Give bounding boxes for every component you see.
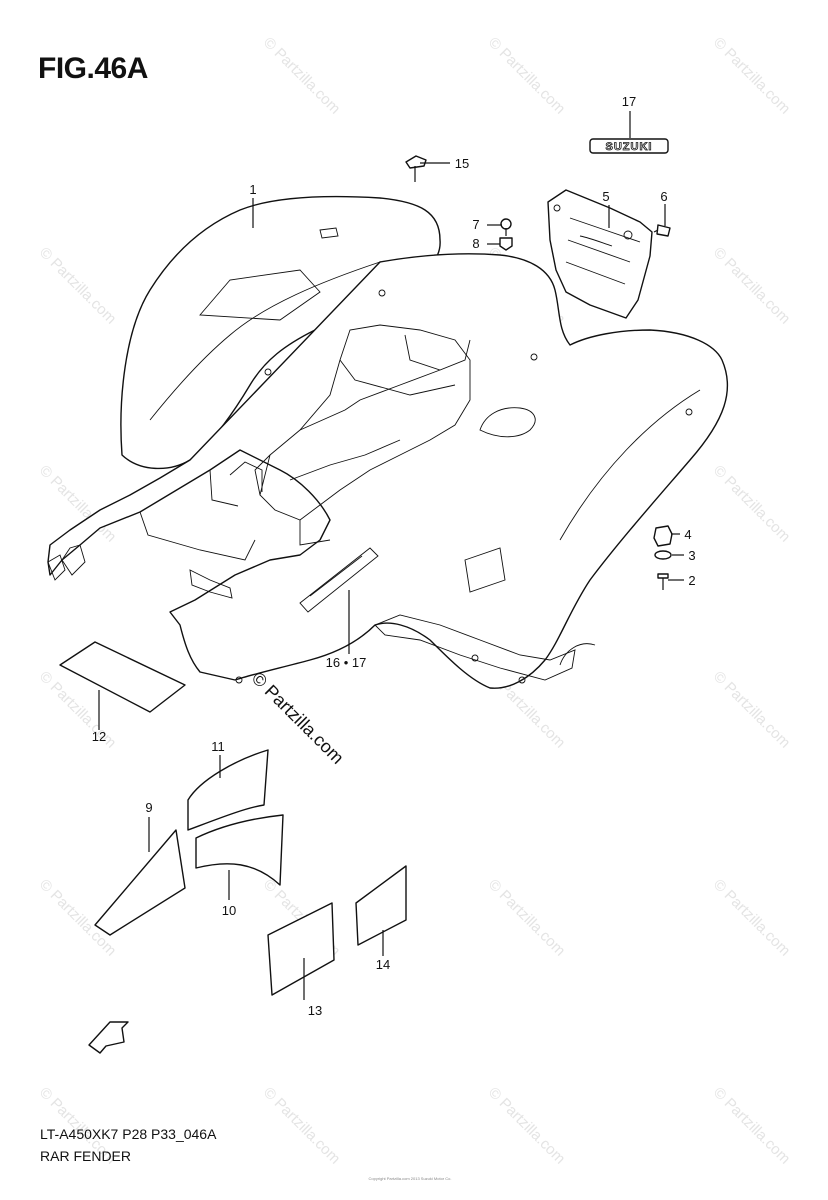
bolt-2-part[interactable]: [657, 573, 669, 590]
callout-5: 5: [602, 189, 609, 204]
screw-15-part[interactable]: [405, 155, 427, 182]
callout-6: 6: [660, 189, 667, 204]
screw-7-part[interactable]: [500, 218, 512, 236]
rear-fender-part[interactable]: [47, 195, 729, 689]
callout-4: 4: [684, 527, 691, 542]
bracket-part[interactable]: [547, 189, 653, 319]
nut-8-part[interactable]: [499, 237, 513, 251]
callout-2: 2: [688, 573, 695, 588]
decal-12-part[interactable]: [59, 641, 186, 713]
emblem-part[interactable]: SUZUKI: [589, 138, 669, 154]
cushion-4-part[interactable]: [653, 525, 673, 547]
callout-11: 11: [211, 739, 225, 754]
forward-direction-arrow: FWD: [88, 1021, 129, 1054]
copyright-line: Copyright Partzilla.com 2013 Suzuki Moto…: [368, 1176, 452, 1181]
figure-title: FIG.46A: [38, 52, 148, 85]
emblem-text: SUZUKI: [606, 141, 653, 153]
callout-10: 10: [222, 903, 236, 918]
callout-labels: 1 2 3 4 5 6 7 8 9 10 11 12 13 14 15 16 •…: [92, 94, 696, 1018]
callout-14: 14: [376, 957, 390, 972]
decal-10-part[interactable]: [195, 814, 284, 886]
model-code: LT-A450XK7 P28 P33_046A: [40, 1126, 217, 1142]
screw-6-part[interactable]: [653, 224, 671, 237]
callout-7: 7: [472, 217, 479, 232]
callout-3: 3: [688, 548, 695, 563]
callout-15: 15: [455, 156, 469, 171]
section-name: RAR FENDER: [40, 1148, 132, 1164]
callout-17: 17: [622, 94, 636, 109]
callout-9: 9: [145, 800, 152, 815]
callout-16-17: 16 • 17: [326, 655, 367, 670]
callout-8: 8: [472, 236, 479, 251]
callout-1: 1: [249, 182, 256, 197]
decal-13-part[interactable]: [267, 902, 335, 996]
collar-3-part[interactable]: [654, 550, 672, 560]
decal-9-part[interactable]: [94, 829, 186, 936]
decal-14-part[interactable]: [355, 865, 407, 946]
decal-11-part[interactable]: [187, 749, 269, 831]
callout-leaders: [98, 111, 684, 1000]
forward-arrow-label: FWD: [103, 1033, 121, 1042]
callout-12: 12: [92, 729, 106, 744]
callout-13: 13: [308, 1003, 322, 1018]
